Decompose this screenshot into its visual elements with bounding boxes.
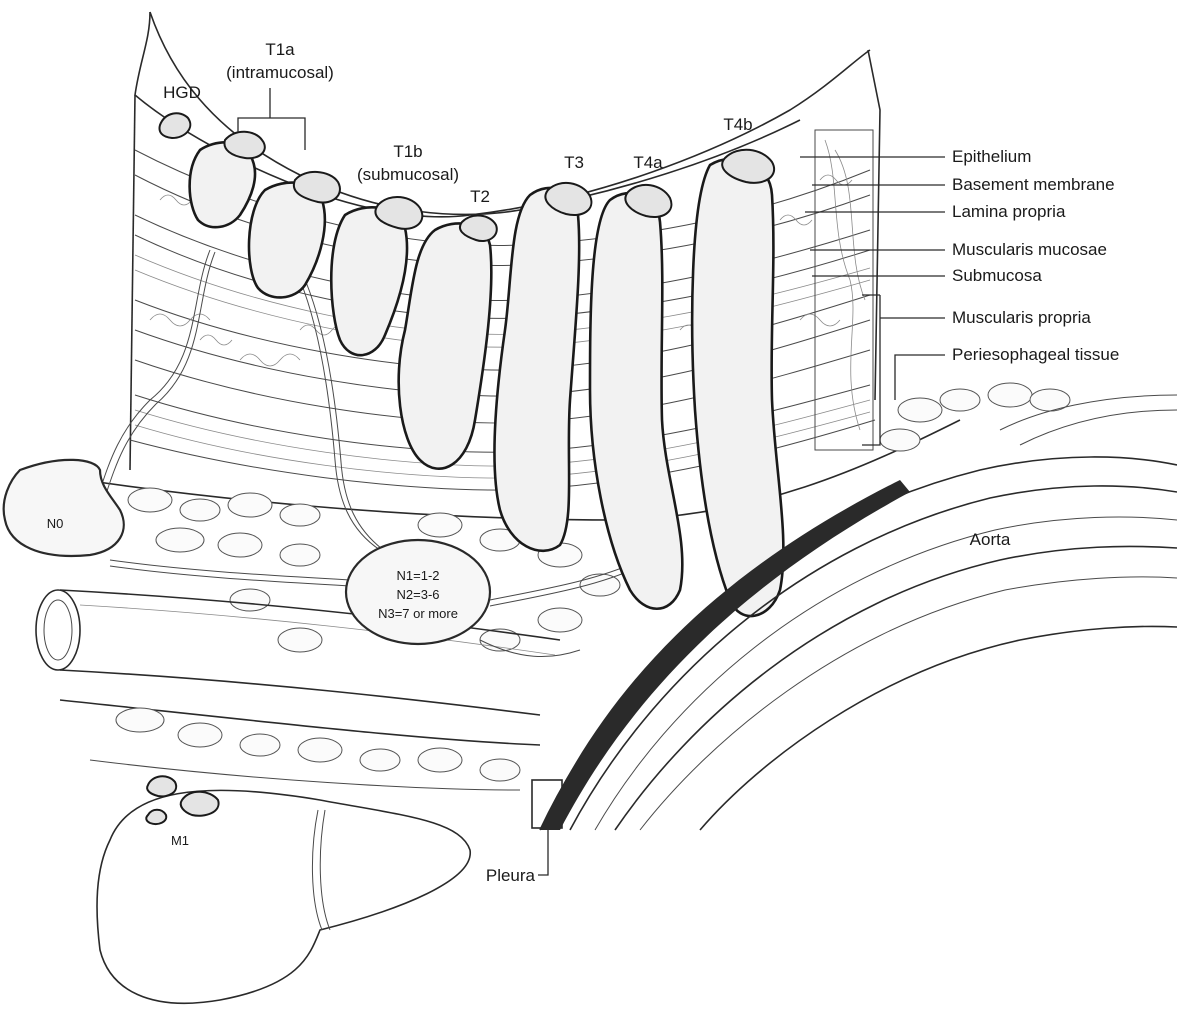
- tumor-t1a: [188, 130, 266, 229]
- tumor-t1b: [247, 171, 341, 299]
- n0-label: N0: [47, 516, 64, 531]
- layer-epithelium: Epithelium: [952, 147, 1031, 166]
- layer-muscularis-propria: Muscularis propria: [952, 308, 1091, 327]
- t1a-sublabel: (intramucosal): [226, 63, 334, 82]
- tumor-t4b: [690, 148, 785, 618]
- layer-lamina-propria: Lamina propria: [952, 202, 1066, 221]
- layer-basement-membrane: Basement membrane: [952, 175, 1115, 194]
- stage-labels: HGD T1a (intramucosal) T1b (submucosal) …: [163, 40, 753, 206]
- t4a-label: T4a: [633, 153, 663, 172]
- t1b-label: T1b: [393, 142, 422, 161]
- t3-label: T3: [564, 153, 584, 172]
- m1-label: M1: [171, 833, 189, 848]
- liver: M1: [96, 775, 471, 1004]
- n2-label: N2=3-6: [397, 587, 440, 602]
- tumor-t3: [493, 181, 593, 552]
- layer-periesophageal-tissue: Periesophageal tissue: [952, 345, 1119, 364]
- n3-label: N3=7 or more: [378, 606, 458, 621]
- lymph-node-n-regional: N1=1-2 N2=3-6 N3=7 or more: [344, 538, 492, 646]
- periesophageal-tissue: [19, 382, 1071, 791]
- hgd-label: HGD: [163, 83, 201, 102]
- layer-labels: Epithelium Basement membrane Lamina prop…: [486, 147, 1119, 885]
- t1b-sublabel: (submucosal): [357, 165, 459, 184]
- lymph-node-n0: N0: [2, 458, 125, 557]
- aorta-label: Aorta: [970, 530, 1011, 549]
- aorta: Aorta: [531, 394, 1177, 831]
- tumor-hgd: [158, 112, 192, 140]
- tumor-t4a: [588, 183, 684, 611]
- t4b-label: T4b: [723, 115, 752, 134]
- blood-vessel: [35, 589, 561, 716]
- n1-label: N1=1-2: [397, 568, 440, 583]
- layer-submucosa: Submucosa: [952, 266, 1042, 285]
- layer-muscularis-mucosae: Muscularis mucosae: [952, 240, 1107, 259]
- t1a-label: T1a: [265, 40, 295, 59]
- pleura-label: Pleura: [486, 866, 536, 885]
- t2-label: T2: [470, 187, 490, 206]
- tumor-t1b-deep: [329, 196, 424, 357]
- tumor-t2: [397, 214, 498, 470]
